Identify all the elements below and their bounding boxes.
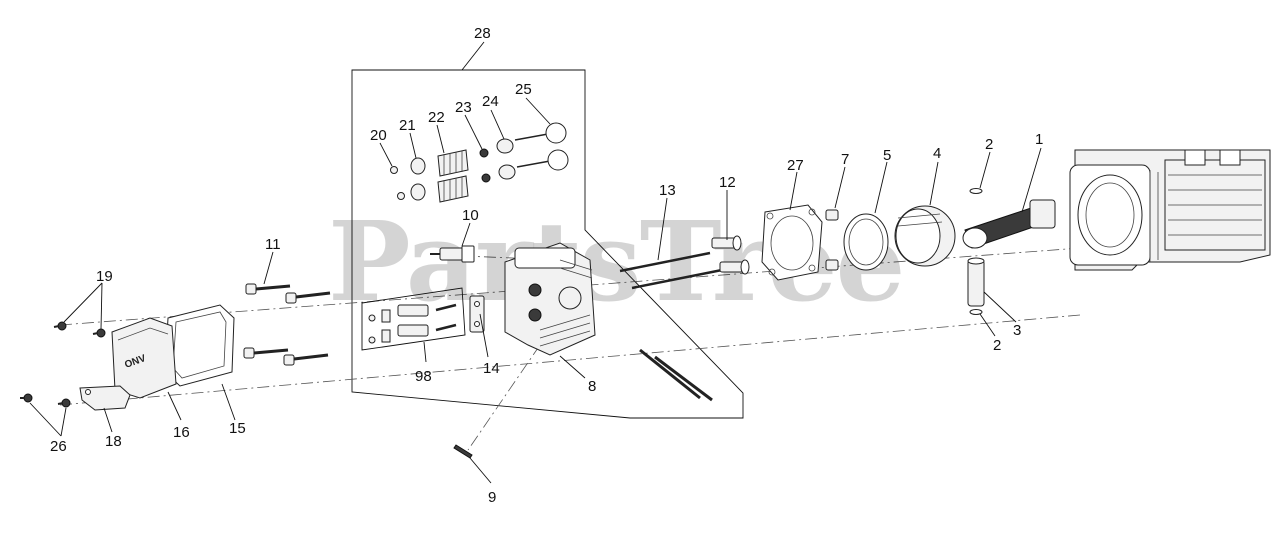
callout-10: 10 xyxy=(462,207,479,224)
callout-26: 26 xyxy=(50,438,67,455)
dowel-pin-lower xyxy=(825,259,839,271)
crankcase-block xyxy=(1069,149,1271,271)
callout-9: 9 xyxy=(488,489,496,506)
head-gasket xyxy=(761,204,823,281)
leader-lines xyxy=(29,41,1042,484)
connecting-rod xyxy=(962,199,1056,249)
callout-2-upper: 2 xyxy=(985,136,993,153)
rocker-kit xyxy=(361,287,466,351)
spark-plug xyxy=(430,245,475,263)
head-bolts-lower xyxy=(639,348,713,402)
callout-12: 12 xyxy=(719,174,736,191)
breather-bracket xyxy=(79,385,131,411)
guide-plate xyxy=(469,295,485,333)
bracket-screws xyxy=(20,393,71,408)
callout-16: 16 xyxy=(173,424,190,441)
pin-clip-lower xyxy=(969,309,983,315)
callout-24: 24 xyxy=(482,93,499,110)
callout-21: 21 xyxy=(399,117,416,134)
callout-14: 14 xyxy=(483,360,500,377)
callout-7: 7 xyxy=(841,151,849,168)
callout-5: 5 xyxy=(883,147,891,164)
cam-followers xyxy=(711,235,750,275)
kit-28-outline xyxy=(351,69,744,419)
callout-18: 18 xyxy=(105,433,122,450)
callout-11: 11 xyxy=(265,236,281,253)
valve-cover: ONV xyxy=(111,317,177,399)
callout-25: 25 xyxy=(515,81,532,98)
cover-screws xyxy=(53,321,106,338)
head-bolts xyxy=(243,283,331,366)
dowel-pin-upper xyxy=(825,209,839,221)
callout-28: 28 xyxy=(474,25,491,42)
callout-27: 27 xyxy=(787,157,804,174)
cylinder-head xyxy=(504,242,596,356)
callout-20: 20 xyxy=(370,127,387,144)
push-rod-lower xyxy=(631,268,723,290)
callout-1: 1 xyxy=(1035,131,1043,148)
callout-labels: 1 2 2 3 4 5 7 8 9 10 11 12 13 14 15 16 1… xyxy=(50,25,1043,506)
piston-pin xyxy=(967,257,985,307)
callout-13: 13 xyxy=(659,182,676,199)
piston-rings xyxy=(843,213,889,271)
callout-2-lower: 2 xyxy=(993,337,1001,354)
callout-23: 23 xyxy=(455,99,472,116)
callout-15: 15 xyxy=(229,420,246,437)
piston xyxy=(894,205,956,267)
pin-clip-upper xyxy=(969,188,983,194)
callout-19: 19 xyxy=(96,268,113,285)
callout-4: 4 xyxy=(933,145,941,162)
callout-22: 22 xyxy=(428,109,445,126)
callout-8: 8 xyxy=(588,378,596,395)
callout-98: 98 xyxy=(415,368,432,385)
valve-train xyxy=(390,122,569,203)
breather-valve xyxy=(453,444,473,459)
push-rod-upper xyxy=(619,251,711,273)
callout-3: 3 xyxy=(1013,322,1021,339)
